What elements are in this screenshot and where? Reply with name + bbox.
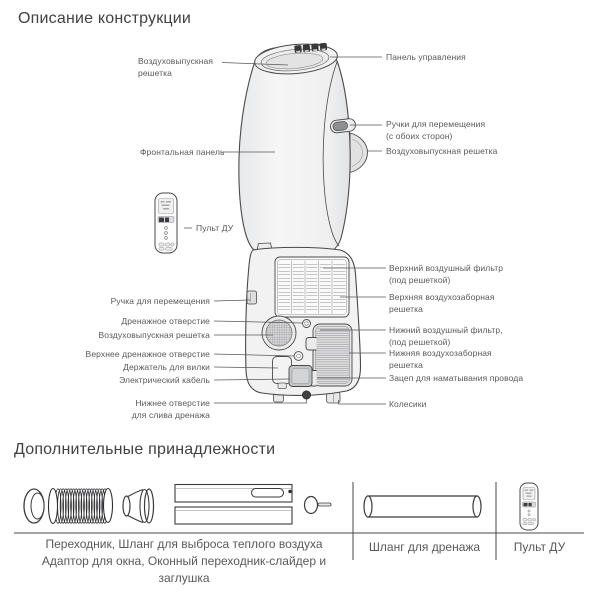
caption-remote: Пульт ДУ (513, 540, 566, 554)
label-top-air-outlet-grille: Воздуховыпускная решетка (138, 56, 214, 78)
label-lower-intake-grille: Нижняя воздухозаборная решетка (389, 348, 492, 370)
leader-lines (184, 56, 386, 405)
side-handle (330, 118, 356, 134)
label-rear-air-outlet-grille: Воздуховыпускная решетка (98, 330, 210, 340)
bottom-drain-hole (301, 390, 311, 400)
label-control-panel: Панель управления (386, 52, 466, 62)
label-side-air-outlet-grille: Воздуховыпускная решетка (386, 146, 498, 156)
control-panel-buttons (294, 42, 328, 53)
rear-view-illustration (245, 242, 362, 404)
label-lower-air-filter: Нижний воздушный фильтр, (под решеткой) (389, 325, 503, 347)
table-grid (14, 482, 584, 560)
label-rear-handle: Ручка для перемещения (110, 296, 210, 306)
upper-intake-grille (274, 256, 350, 318)
label-upper-intake-grille: Верхняя воздухозаборная решетка (389, 292, 495, 314)
front-view-illustration (238, 42, 368, 260)
label-front-panel: Фронтальная панель (140, 147, 225, 157)
label-upper-air-filter: Верхний воздушный фильтр (под решеткой) (389, 263, 504, 285)
caption-drain-hose: Шланг для дренажа (368, 540, 481, 554)
label-upper-drain-hole: Верхнее дренажное отверстие (85, 349, 210, 359)
label-wheels: Колесики (389, 399, 427, 409)
label-remote-control: Пульт ДУ (196, 223, 234, 233)
accessory-window-adapter-ring (23, 488, 45, 524)
label-cord-hook: Зацеп для наматывания провода (389, 373, 524, 383)
label-drain-hole: Дренажное отверстие (121, 316, 210, 326)
accessory-drain-hose (363, 495, 482, 518)
label-power-cable: Электрический кабель (119, 375, 210, 385)
lower-intake-grille (312, 323, 353, 387)
accessory-window-slider (174, 483, 293, 525)
cord-hook-upper (305, 337, 317, 351)
rear-handle-slot (246, 290, 257, 305)
label-bottom-drain-hole: Нижнее отверстие для слива дренажа (131, 398, 210, 420)
remote-control-illustration (154, 192, 178, 254)
accessory-exhaust-hose (47, 487, 114, 525)
caption-exhaust-kit: Переходник, Шланг для выброса теплого во… (41, 537, 327, 585)
rear-air-outlet-vent (261, 315, 297, 351)
accessory-plug-pin (303, 495, 332, 515)
page-title: Описание конструкции (18, 10, 192, 27)
accessories-section-title: Дополнительные принадлежности (14, 441, 276, 458)
accessory-cone-adapter (122, 488, 155, 524)
label-carry-handles: Ручки для перемещения (с обоих сторон) (386, 119, 486, 141)
label-plug-holder: Держатель для вилки (123, 362, 210, 372)
accessory-remote-control (519, 482, 539, 531)
